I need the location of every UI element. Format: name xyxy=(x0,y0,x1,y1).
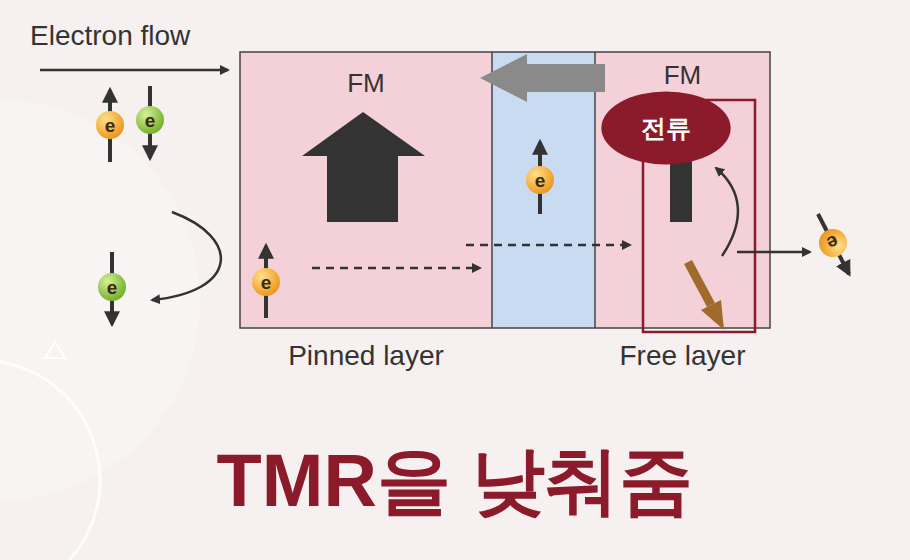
layer-name: Pinned layer xyxy=(288,340,444,372)
pinned-layer: FMPinned layere xyxy=(240,52,492,328)
dashed-arrow xyxy=(466,244,630,247)
free-layer: FMFree layer전류 xyxy=(595,52,770,328)
electron-circle: e xyxy=(526,166,554,194)
layer-material: FM xyxy=(347,68,385,99)
electron-circle: e xyxy=(252,268,280,296)
electron-symbol: e xyxy=(105,116,116,135)
magnetization-arrow xyxy=(302,112,425,222)
tilted-magnetization xyxy=(688,262,711,305)
reflect-arrow xyxy=(152,212,221,300)
layer-border xyxy=(491,52,493,328)
electron-symbol: e xyxy=(261,273,272,292)
electron-circle: e xyxy=(814,224,851,261)
gray-arrow xyxy=(480,54,605,102)
layer-name: Free layer xyxy=(619,340,745,372)
electron-symbol: e xyxy=(107,278,118,297)
electron-circle: e xyxy=(96,111,124,139)
flow-label: Electron flow xyxy=(30,20,190,52)
electron-symbol: e xyxy=(145,111,156,130)
slide-title: TMR을 낮춰줌 xyxy=(0,432,910,532)
flow-arrow xyxy=(40,69,228,72)
layer-border xyxy=(594,52,596,328)
torque-arrow xyxy=(716,168,738,256)
callout-bubble: 전류 xyxy=(600,90,732,166)
bubble-fill xyxy=(601,92,730,165)
electron-symbol: e xyxy=(824,232,842,254)
dashed-arrow xyxy=(312,267,480,270)
exit-arrow xyxy=(737,251,810,254)
tilted-magnetization-head xyxy=(701,300,724,330)
barrier-fill xyxy=(492,52,595,328)
electron-circle: e xyxy=(98,273,126,301)
pinned-layer-fill xyxy=(240,52,492,328)
layer-material: FM xyxy=(664,60,702,91)
electron-circle: e xyxy=(136,106,164,134)
stack-outline xyxy=(240,52,770,328)
decor-circle xyxy=(0,100,200,500)
free-layer-fill xyxy=(595,52,770,328)
decor-triangle xyxy=(45,342,65,358)
electron-symbol: e xyxy=(535,171,546,190)
callout-text: 전류 xyxy=(641,112,691,145)
